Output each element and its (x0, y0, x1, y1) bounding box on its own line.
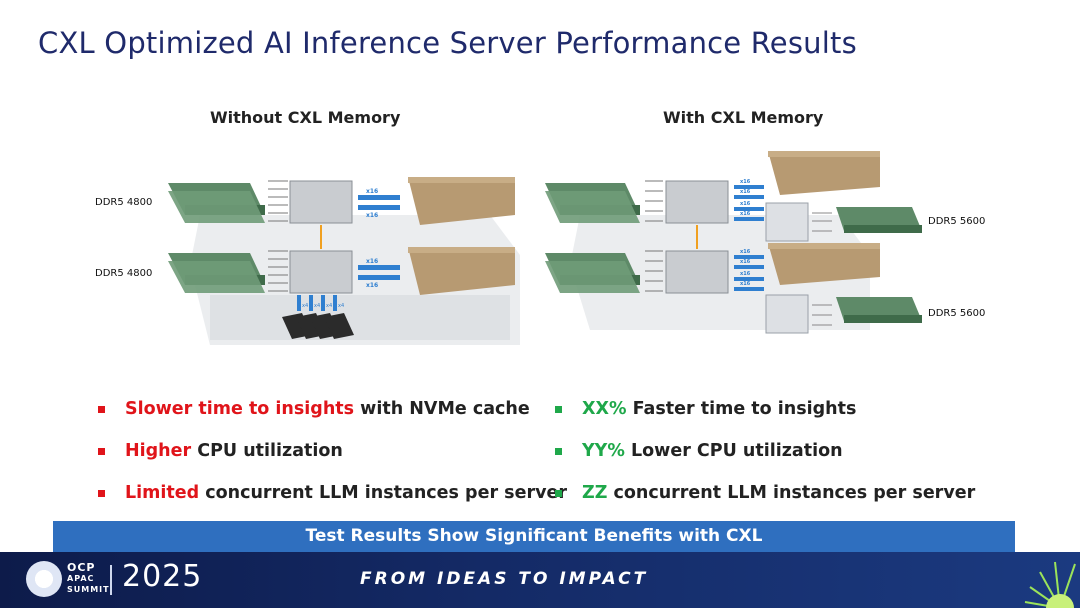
ddr-label: DDR5 5600 (928, 308, 986, 319)
list-item: Limited concurrent LLM instances per ser… (98, 472, 567, 514)
nvme-link-arrows (297, 295, 337, 311)
link-label: x16 (366, 188, 378, 195)
list-item: Higher CPU utilization (98, 430, 567, 472)
nvme-label: x4 (338, 303, 344, 309)
event-name: SUMMIT (67, 585, 110, 594)
link-label: x16 (740, 249, 751, 255)
link-label: x16 (740, 179, 751, 185)
link-label: x16 (740, 281, 751, 287)
ddr-label: DDR5 5600 (928, 216, 986, 227)
left-panel-heading: Without CXL Memory (210, 108, 401, 127)
bullet-text: Faster time to insights (626, 399, 857, 419)
dimm-module-icon (545, 253, 640, 293)
link-label: x16 (366, 282, 378, 289)
memory-channel-lines (268, 180, 288, 292)
bullet-text: concurrent LLM instances per server (607, 483, 976, 503)
bullet-highlight: Limited (125, 483, 200, 503)
nvme-drive-icon (282, 313, 354, 339)
gpu-card-icon (768, 243, 880, 285)
cpu-icon (665, 250, 729, 294)
cpu-icon (289, 180, 353, 224)
gpu-card-icon (408, 247, 515, 295)
slide-title: CXL Optimized AI Inference Server Perfor… (38, 26, 857, 60)
results-banner: Test Results Show Significant Benefits w… (53, 521, 1015, 552)
cxl-controller-icon (765, 202, 809, 242)
bullet-highlight: Higher (125, 441, 192, 461)
bullet-square-icon (98, 447, 105, 455)
cpu-icon (289, 250, 353, 294)
list-item: ZZ concurrent LLM instances per server (555, 472, 975, 514)
link-label: x16 (366, 212, 378, 219)
region-name: APAC (67, 574, 95, 583)
ddr-label: DDR5 4800 (95, 268, 153, 279)
ddr-label: DDR5 4800 (95, 197, 153, 208)
dimm-module-icon (545, 183, 640, 223)
link-label: x16 (740, 211, 751, 217)
chassis-drive-bays (210, 295, 510, 340)
right-panel-heading: With CXL Memory (663, 108, 824, 127)
bullet-square-icon (555, 405, 562, 413)
bullet-text: Lower CPU utilization (624, 441, 843, 461)
link-label: x16 (740, 259, 751, 265)
cpu-icon (665, 180, 729, 224)
nvme-label: x4 (302, 303, 308, 309)
memory-channel-lines (645, 180, 663, 292)
gpu-card-icon (408, 177, 515, 225)
left-server-diagram: x16 x16 x16 x16 x4 x4 x4 x4 (168, 177, 520, 345)
cxl-memory-channel-lines (812, 212, 832, 326)
bullet-highlight: ZZ (582, 483, 608, 503)
list-item: Slower time to insights with NVMe cache (98, 388, 567, 430)
event-brand: OCP APAC SUMMIT (67, 562, 110, 595)
bullet-text: with NVMe cache (354, 399, 530, 419)
link-label: x16 (740, 271, 751, 277)
bullet-square-icon (555, 489, 562, 497)
pcie-link-arrows (734, 185, 764, 291)
bullet-square-icon (98, 489, 105, 497)
link-label: x16 (366, 258, 378, 265)
link-label: x16 (740, 189, 751, 195)
bullet-highlight: YY% (582, 441, 625, 461)
right-server-diagram: x16 x16 x16 x16 x16 x16 x16 x16 (545, 151, 922, 334)
footer-divider (110, 565, 112, 595)
cxl-controller-icon (765, 294, 809, 334)
bullet-square-icon (555, 447, 562, 455)
bullet-square-icon (98, 405, 105, 413)
nvme-label: x4 (314, 303, 320, 309)
bullet-highlight: XX% (582, 399, 627, 419)
left-bullet-list: Slower time to insights with NVMe cache … (98, 388, 567, 514)
dimm-module-icon (836, 207, 922, 233)
right-bullet-list: XX% Faster time to insights YY% Lower CP… (555, 388, 975, 514)
dimm-module-icon (168, 183, 265, 223)
list-item: XX% Faster time to insights (555, 388, 975, 430)
bullet-text: CPU utilization (191, 441, 343, 461)
dimm-module-icon (168, 253, 265, 293)
gpu-card-icon (768, 151, 880, 195)
footer-tagline: FROM IDEAS TO IMPACT (360, 569, 649, 589)
org-name: OCP (67, 561, 96, 574)
list-item: YY% Lower CPU utilization (555, 430, 975, 472)
event-year: 2025 (122, 559, 203, 594)
ocp-logo-icon (26, 561, 62, 597)
link-label: x16 (740, 201, 751, 207)
bullet-text: concurrent LLM instances per server (199, 483, 567, 503)
pcie-link-arrows (358, 195, 400, 280)
nvme-label: x4 (326, 303, 332, 309)
starburst-decoration-icon (1024, 561, 1076, 608)
bullet-highlight: Slower time to insights (125, 399, 355, 419)
footer-bar: OCP APAC SUMMIT 2025 FROM IDEAS TO IMPAC… (0, 552, 1080, 608)
dimm-module-icon (836, 297, 922, 323)
